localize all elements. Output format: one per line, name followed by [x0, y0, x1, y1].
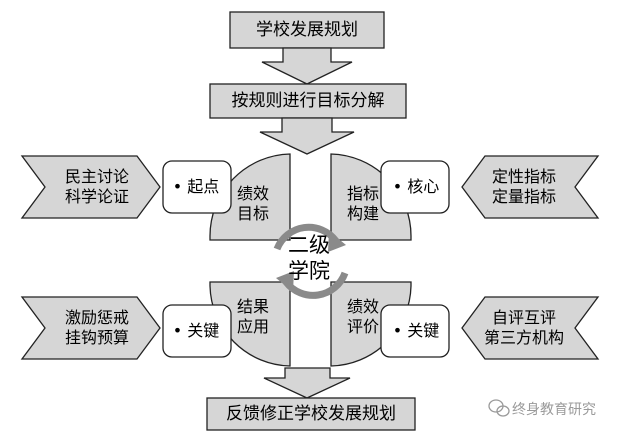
- method-bottom-right-line2: 第三方机构: [483, 328, 565, 347]
- method-top-right-line2: 定量指标: [491, 187, 557, 206]
- cycle-arrowhead-left: [276, 271, 294, 292]
- chevron-top-right: [461, 155, 600, 219]
- center-line1: 二级: [288, 233, 330, 257]
- quadrant-top-left-line1: 绩效: [236, 184, 270, 203]
- decompose-box: [209, 83, 407, 119]
- method-bottom-left-line2: 挂钩预算: [64, 328, 130, 347]
- down-arrow-3: [263, 367, 351, 399]
- quadrant-bottom-left-line2: 应用: [236, 317, 270, 336]
- method-top-right-line1: 定性指标: [491, 167, 557, 186]
- chevron-bottom-right: [461, 296, 600, 360]
- method-bottom-right-line1: 自评互评: [491, 308, 557, 327]
- cycle-arrowhead-right: [328, 231, 346, 252]
- center-line2: 学院: [288, 259, 330, 283]
- feedback-box: [206, 397, 416, 431]
- plan-title: 学校发展规划: [256, 20, 358, 40]
- quadrant-top-right-line1: 指标: [346, 184, 380, 203]
- chevron-bottom-left: [20, 296, 161, 360]
- down-arrow-2: [259, 117, 355, 155]
- quadrant-bottom-left-line1: 结果: [236, 297, 270, 316]
- down-arrow-1: [261, 47, 353, 85]
- quadrant-top-left-line2: 目标: [236, 204, 270, 223]
- method-top-left-line2: 科学论证: [64, 187, 130, 206]
- method-bottom-left-line1: 激励惩戒: [64, 308, 130, 327]
- tag-box-top-right: [380, 160, 450, 214]
- quadrant-bottom-right-line2: 评价: [346, 317, 380, 336]
- chevron-top-left: [20, 155, 161, 219]
- watermark-text: 终身教育研究: [512, 402, 596, 418]
- plan-box: [229, 11, 385, 49]
- tag-box-bottom-left: [162, 304, 232, 358]
- tag-box-bottom-right: [380, 304, 450, 358]
- method-top-left-line1: 民主讨论: [64, 167, 130, 186]
- quadrant-bottom-right-line1: 绩效: [346, 297, 380, 316]
- tag-bottom-right: • 关键: [392, 321, 440, 340]
- decompose-title: 按规则进行目标分解: [231, 91, 385, 111]
- tag-bottom-left: • 关键: [172, 321, 220, 340]
- tag-box-top-left: [162, 160, 232, 214]
- tag-top-right: • 核心: [392, 177, 440, 196]
- tag-top-left: • 起点: [172, 177, 220, 196]
- feedback-title: 反馈修正学校发展规划: [226, 404, 396, 424]
- quadrant-top-right-line2: 构建: [346, 204, 380, 223]
- wechat-icon: [488, 399, 510, 417]
